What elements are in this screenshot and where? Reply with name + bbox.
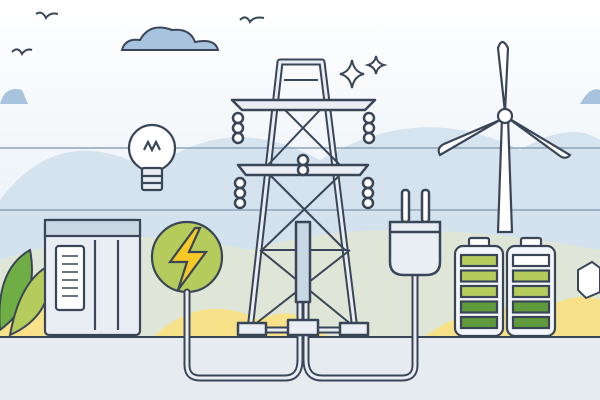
battery-segment-filled (459, 315, 499, 330)
battery-segment-filled (459, 269, 499, 283)
crate (577, 260, 600, 300)
lightning-bolt-icon (150, 220, 224, 294)
light-bulb-icon (127, 123, 177, 192)
battery-segment-filled (511, 269, 551, 283)
battery-segment-empty (511, 253, 551, 268)
bird-icon (11, 11, 265, 56)
sparkle-icon (339, 55, 388, 89)
cloud-icon (120, 26, 220, 51)
battery-segment-filled (459, 284, 499, 299)
wind-turbine-icon (437, 40, 572, 234)
cloud-icon (0, 88, 28, 104)
battery-segment-filled (459, 300, 499, 314)
battery-segment-filled (459, 253, 499, 268)
transformer-box-icon (43, 218, 142, 337)
battery-segment-filled (511, 284, 551, 299)
electric-plug-icon (388, 188, 442, 277)
battery-icon (453, 236, 505, 338)
battery-icon (505, 236, 557, 338)
power-pylon-icon (230, 58, 377, 337)
cloud-icon (580, 89, 600, 104)
battery-segment-filled (511, 315, 551, 330)
battery-segment-filled (511, 300, 551, 314)
